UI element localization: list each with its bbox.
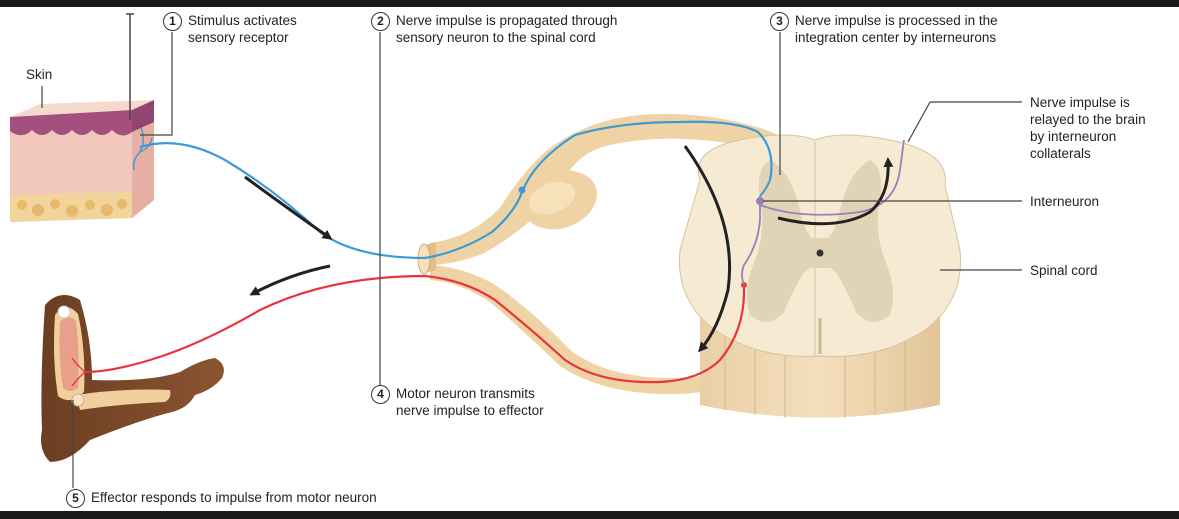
integration-arrow bbox=[777, 157, 894, 226]
interneuron-cell-body bbox=[756, 197, 764, 205]
step-number-circle: 5 bbox=[66, 489, 85, 508]
step-number-circle: 2 bbox=[371, 12, 390, 31]
motor-terminal bbox=[71, 357, 86, 387]
step-text: Nerve impulse is propagated through sens… bbox=[396, 12, 617, 46]
step-line: Effector responds to impulse from motor … bbox=[91, 490, 377, 505]
sensory-neuron bbox=[139, 120, 773, 260]
skin-block bbox=[10, 13, 154, 222]
leader-lines bbox=[41, 32, 1022, 488]
diagram-canvas bbox=[0, 7, 1179, 511]
step-number-circle: 3 bbox=[770, 12, 789, 31]
brain-relay-line: Nerve impulse is bbox=[1030, 95, 1130, 110]
motor-flow-arrow bbox=[249, 264, 331, 296]
step-line: nerve impulse to effector bbox=[396, 403, 544, 418]
brain-relay-line: relayed to the brain bbox=[1030, 112, 1146, 127]
skin-label: Skin bbox=[26, 67, 53, 82]
step-text: Effector responds to impulse from motor … bbox=[91, 489, 377, 506]
step-text: Motor neuron transmits nerve impulse to … bbox=[396, 385, 544, 419]
step-text: Nerve impulse is processed in the integr… bbox=[795, 12, 998, 46]
step-text: Stimulus activates sensory receptor bbox=[188, 12, 297, 46]
step-line: Nerve impulse is processed in the bbox=[795, 13, 998, 28]
step-number-circle: 4 bbox=[371, 385, 390, 404]
spinal-cord-cross-section bbox=[678, 134, 962, 418]
step-line: sensory receptor bbox=[188, 30, 289, 45]
reflex-arc-arrow bbox=[683, 145, 732, 353]
brain-relay-line: by interneuron bbox=[1030, 129, 1117, 144]
step-line: sensory neuron to the spinal cord bbox=[396, 30, 596, 45]
interneuron-path bbox=[741, 139, 905, 286]
sensory-terminal bbox=[759, 179, 771, 197]
top-border bbox=[0, 0, 1179, 7]
sensory-cell-body bbox=[518, 186, 526, 194]
sensory-flow-arrow bbox=[244, 175, 333, 240]
step-line: integration center by interneurons bbox=[795, 30, 997, 45]
bottom-border bbox=[0, 511, 1179, 519]
brain-relay-label: Nerve impulse is relayed to the brain by… bbox=[1030, 94, 1146, 162]
interneuron-label: Interneuron bbox=[1030, 194, 1100, 209]
motor-neuron bbox=[84, 274, 746, 384]
step-line: Motor neuron transmits bbox=[396, 386, 535, 401]
spinal-cord-label: Spinal cord bbox=[1030, 263, 1098, 278]
brain-relay-line: collaterals bbox=[1030, 146, 1091, 161]
arm-effector bbox=[41, 295, 224, 462]
step-line: Stimulus activates bbox=[188, 13, 297, 28]
step-number-circle: 1 bbox=[163, 12, 182, 31]
step-line: Nerve impulse is propagated through bbox=[396, 13, 618, 28]
